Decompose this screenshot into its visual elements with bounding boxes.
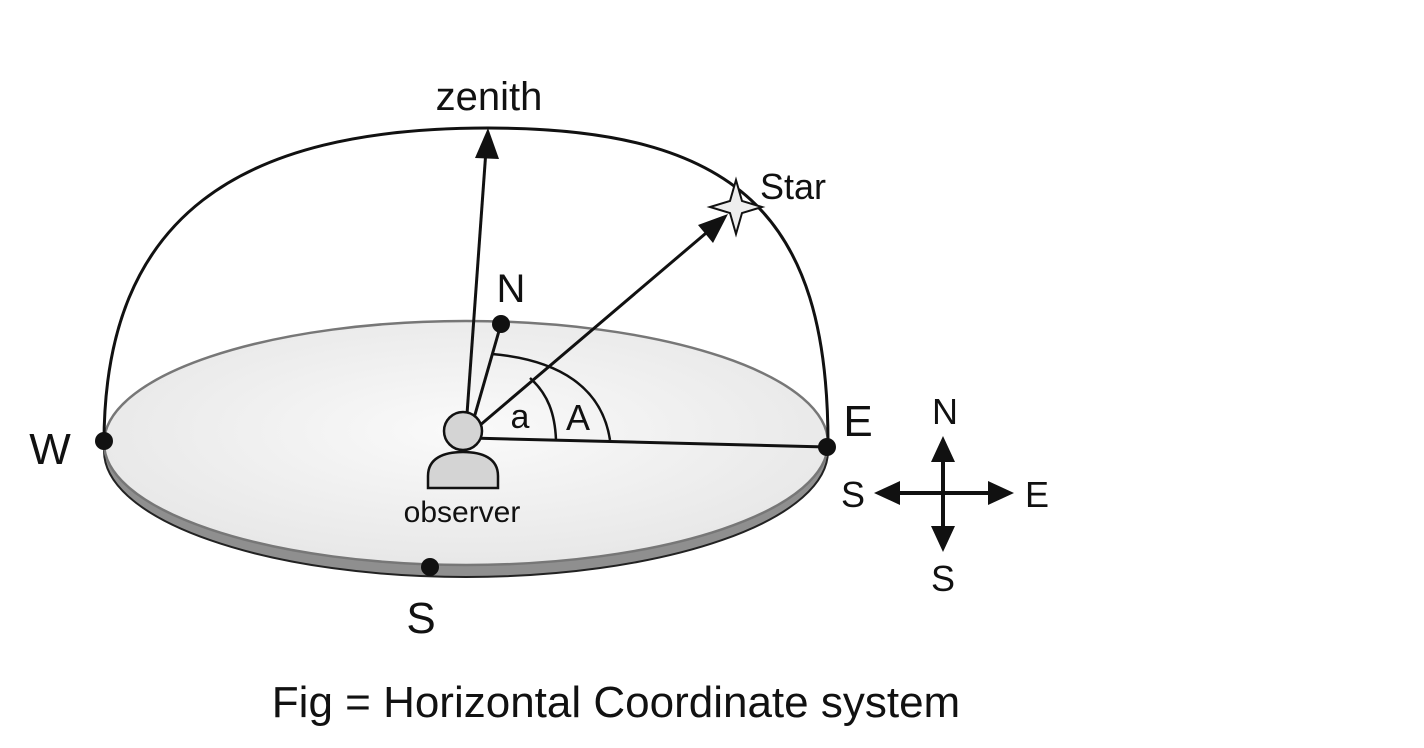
north-point <box>492 315 510 333</box>
south-label: S <box>406 594 435 643</box>
star-arrowhead <box>698 214 728 243</box>
figure-caption: Fig = Horizontal Coordinate system <box>271 678 961 727</box>
north-line <box>468 323 503 433</box>
east-point <box>818 438 836 456</box>
south-point <box>421 558 439 576</box>
compass-south-arrow <box>931 526 955 552</box>
star-icon <box>706 176 766 238</box>
azimuth-arc <box>491 352 612 441</box>
compass-west-label: S <box>841 474 865 515</box>
compass-east-label: E <box>1025 474 1049 515</box>
east-line <box>469 436 828 449</box>
zenith-arrowhead <box>475 128 499 159</box>
north-label: N <box>497 267 526 311</box>
compass-east-arrow <box>988 481 1014 505</box>
observer-label: observer <box>404 496 521 529</box>
zenith-label: zenith <box>436 75 543 119</box>
azimuth-label: A <box>566 397 590 438</box>
star-label: Star <box>760 166 826 207</box>
west-point <box>95 432 113 450</box>
compass-north-label: N <box>932 391 958 432</box>
compass-south-label: S <box>931 558 955 599</box>
east-label: E <box>843 397 872 446</box>
star-arrow-line <box>471 226 713 434</box>
observer-icon <box>426 410 500 490</box>
altitude-arc <box>529 377 558 441</box>
zenith-arrow-line <box>464 149 488 429</box>
compass-rose <box>874 436 1014 552</box>
compass-west-arrow <box>874 481 900 505</box>
celestial-dome <box>102 126 830 444</box>
west-label: W <box>29 425 71 474</box>
altitude-label: a <box>511 398 530 436</box>
compass-north-arrow <box>931 436 955 462</box>
